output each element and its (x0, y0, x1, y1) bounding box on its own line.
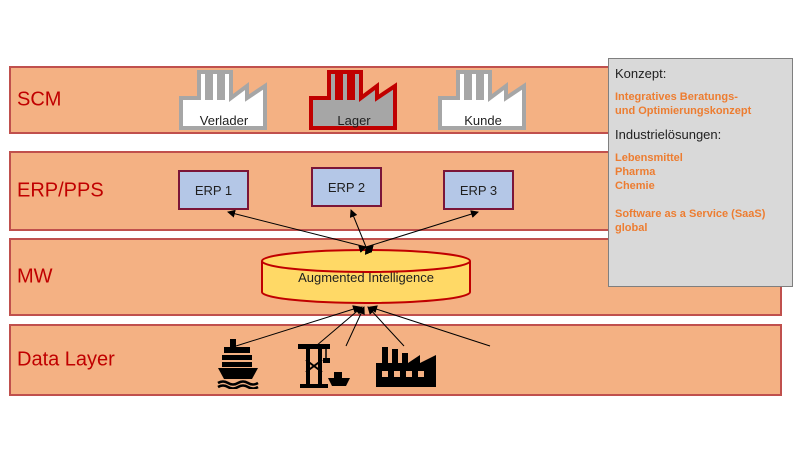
factory-lager-label: Lager (337, 113, 371, 128)
erp-box-1: ERP 1 (178, 170, 249, 210)
erp-box-2: ERP 2 (311, 167, 382, 207)
erp-box-3-label: ERP 3 (459, 182, 498, 198)
data-layer-label: Data Layer (17, 348, 115, 371)
saas-text: Software as a Service (SaaS) global (615, 207, 786, 235)
industrie-list: Lebensmittel Pharma Chemie (615, 151, 786, 193)
saas-line: Software as a Service (SaaS) (615, 208, 766, 220)
saas-line: global (615, 222, 648, 234)
industrie-item: Pharma (615, 166, 656, 178)
konzept-line: Integratives Beratungs- (615, 91, 738, 103)
industrial-plant-icon (376, 347, 436, 387)
mw-layer-label: MW (17, 265, 53, 288)
industrie-heading: Industrielösungen: (615, 127, 722, 142)
factory-lager: Lager (307, 68, 401, 130)
konzept-heading: Konzept: (615, 66, 667, 81)
erp-layer-label: ERP/PPS (17, 179, 104, 202)
factory-icon (438, 70, 526, 130)
port-crane-icon (298, 344, 350, 388)
erp-box-3: ERP 3 (443, 170, 514, 210)
factory-icon (309, 70, 397, 130)
industrie-item: Chemie (615, 180, 655, 192)
factory-verlader-label: Verlader (199, 113, 249, 128)
erp-box-2-label: ERP 2 (327, 179, 366, 195)
augmented-intelligence-label: Augmented Intelligence (298, 270, 434, 285)
factory-kunde: Kunde (436, 68, 530, 130)
cargo-ship-icon (217, 339, 259, 389)
industrie-item: Lebensmittel (615, 152, 683, 164)
konzept-line: und Optimierungskonzept (615, 105, 752, 117)
konzept-text: Integratives Beratungs- und Optimierungs… (615, 90, 786, 118)
factory-verlader: Verlader (177, 68, 271, 130)
erp-box-1-label: ERP 1 (194, 182, 233, 198)
scm-layer-label: SCM (17, 88, 62, 111)
factory-kunde-label: Kunde (464, 113, 502, 128)
factory-icon (179, 70, 267, 130)
info-panel: Konzept: Integratives Beratungs- und Opt… (608, 58, 793, 287)
